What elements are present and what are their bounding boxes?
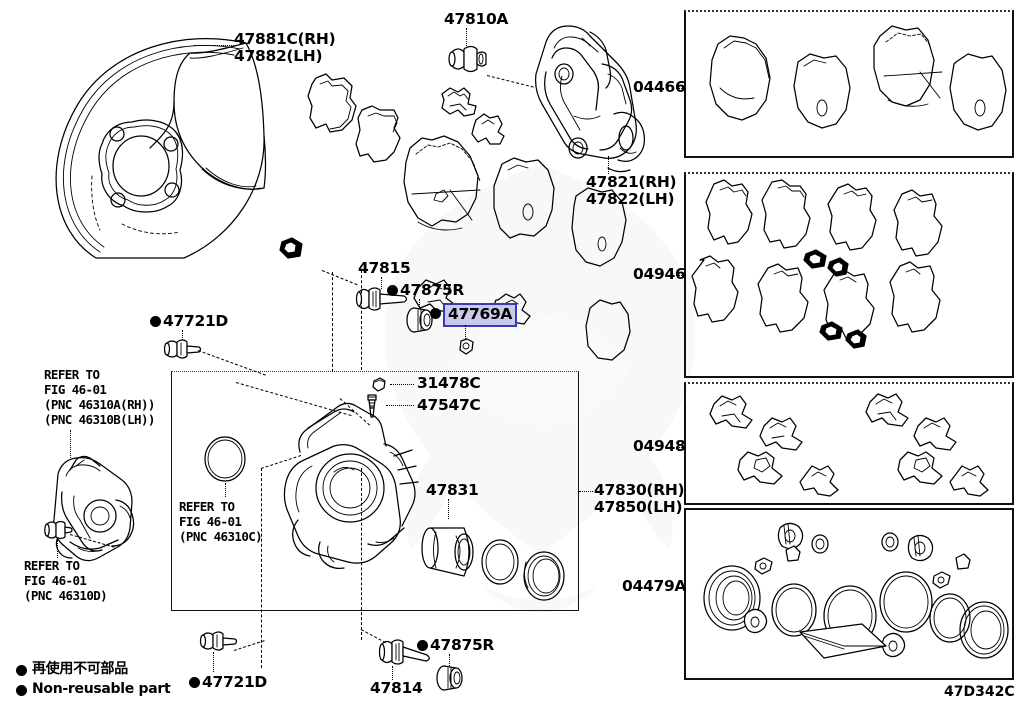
leader-47721d-lower <box>213 652 214 672</box>
leader-refer-note-b <box>57 540 58 558</box>
legend-japanese: 再使用不可部品 <box>32 661 128 677</box>
callout-bleeder-cap-31478c: 31478C <box>417 374 481 392</box>
leader-refer-note-a <box>70 430 71 458</box>
leader-kit-04479a <box>676 587 686 588</box>
callout-bleeder-screw-47547c: 47547C <box>417 396 481 414</box>
leader-31478c <box>390 384 414 385</box>
leader-dash-47815 <box>321 270 358 286</box>
refer-note-a-line4: (PNC 46310B(LH)) <box>44 412 155 427</box>
kit-panel-04479a <box>684 508 1014 680</box>
kit-label-04466: 04466 <box>633 78 686 96</box>
non-reusable-dot-47721d-lower <box>189 677 200 688</box>
callout-backing-plate-lh: 47882(LH) <box>234 47 323 65</box>
leader-dash-47721d-lower <box>233 640 265 651</box>
leader-piston-47831 <box>448 499 449 519</box>
kit-label-04479a: 04479A <box>622 577 687 595</box>
nut-47769a-art <box>459 338 474 355</box>
refer-note-b-line3: (PNC 46310D) <box>24 588 108 603</box>
diagram-code: 47D342C <box>944 684 1015 700</box>
callout-bushing-47875r-bottom: 47875R <box>430 636 495 654</box>
non-reusable-dot-47721d-upper <box>150 316 161 327</box>
leader-47769a <box>465 325 466 341</box>
refer-note-b-line1: REFER TO <box>24 558 80 573</box>
legend-dot-japanese <box>16 665 27 676</box>
callout-piston-47831: 47831 <box>426 481 479 499</box>
callout-bracket-lh: 47822(LH) <box>586 190 675 208</box>
leader-47721d-upper <box>182 330 183 342</box>
leader-kit-04466 <box>676 88 686 89</box>
caliper-bracket-art <box>535 25 645 173</box>
legend-dot-english <box>16 685 27 696</box>
refer-note-b-line2: FIG 46-01 <box>24 573 87 588</box>
non-reusable-dot-47769a <box>430 308 441 319</box>
callout-bolt-47721d-upper: 47721D <box>163 312 228 330</box>
non-reusable-dot-47875r-bottom <box>417 640 428 651</box>
leader-pin-47815 <box>381 277 382 289</box>
callout-pin-47814: 47814 <box>370 679 423 697</box>
leader-bracket <box>608 156 609 174</box>
kit-label-04946: 04946 <box>633 265 686 283</box>
kit-panel-04946 <box>684 172 1014 378</box>
caliper-assembly-box <box>171 371 579 611</box>
legend-english: Non-reusable part <box>32 681 171 697</box>
bolt-47810a-art <box>448 45 487 73</box>
leader-kit-04948 <box>676 447 686 448</box>
callout-caliper-lh: 47850(LH) <box>594 498 683 516</box>
selected-part-number-47769a[interactable]: 47769A <box>443 303 518 327</box>
leader-dash-47810a <box>486 75 534 88</box>
callout-pin-47815: 47815 <box>358 259 411 277</box>
leader-dash-knuckle-bolt <box>69 534 115 548</box>
guide-dash-left <box>332 272 333 372</box>
leader-bolt-47810a <box>466 28 467 48</box>
leader-dash-47814 <box>360 629 386 644</box>
leader-47547c <box>386 405 414 406</box>
kit-label-04948: 04948 <box>633 437 686 455</box>
refer-note-a-line2: FIG 46-01 <box>44 382 107 397</box>
refer-note-a-line1: REFER TO <box>44 367 100 382</box>
callout-bolt-47721d-lower: 47721D <box>202 673 267 691</box>
kit-panel-04466 <box>684 10 1014 158</box>
callout-bushing-47875r-top: 47875R <box>400 281 465 299</box>
leader-backing-plate <box>194 45 234 46</box>
guide-dash-mid <box>361 468 362 640</box>
leader-kit-04946 <box>676 275 686 276</box>
refer-note-c-line1: REFER TO <box>179 499 235 514</box>
guide-dash-left2 <box>261 468 262 668</box>
refer-note-c-line3: (PNC 46310C) <box>179 529 263 544</box>
leader-pin-47814 <box>392 666 393 680</box>
callout-caliper-rh: 47830(RH) <box>594 481 685 499</box>
callout-backing-plate-rh: 47881C(RH) <box>234 30 336 48</box>
leader-47875r-top <box>419 299 420 309</box>
bolt-knuckle-lower-art <box>44 520 73 540</box>
guide-dash-top <box>361 270 362 370</box>
leader-refer-note-c <box>225 483 226 497</box>
leader-caliper-assembly <box>579 491 593 492</box>
kit-panel-04948 <box>684 382 1014 505</box>
bushing-47875r-bottom-art <box>436 665 463 691</box>
callout-bolt-47810a: 47810A <box>444 10 509 28</box>
leader-47875r-bottom <box>449 654 450 666</box>
refer-note-a-line3: (PNC 46310A(RH)) <box>44 397 155 412</box>
callout-bracket-rh: 47821(RH) <box>586 173 677 191</box>
refer-note-c-line2: FIG 46-01 <box>179 514 242 529</box>
non-reusable-dot-47875r-top <box>387 285 398 296</box>
